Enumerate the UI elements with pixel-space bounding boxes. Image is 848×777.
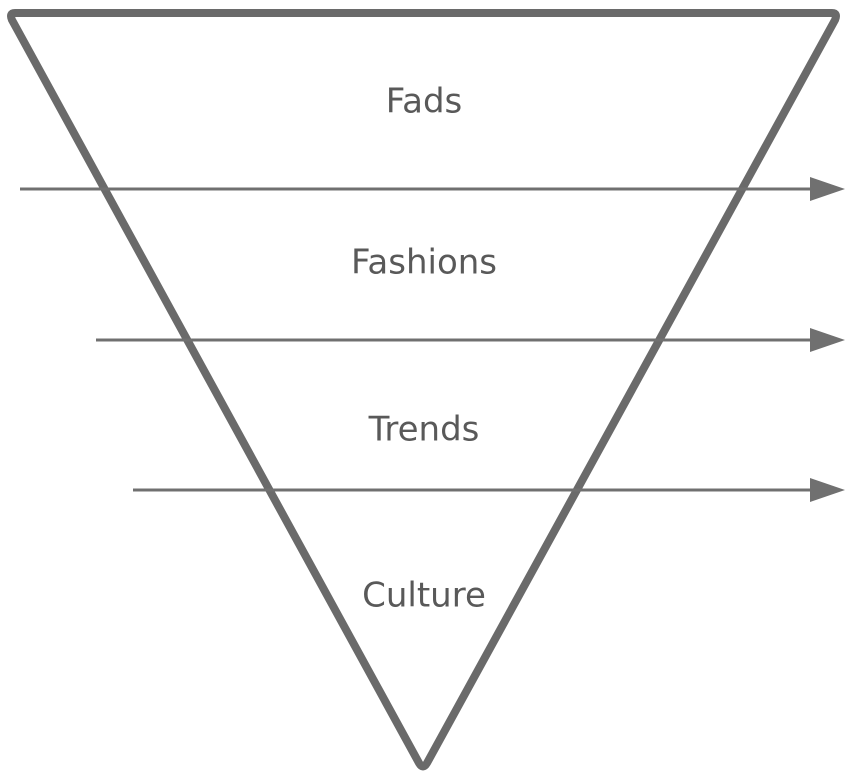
layer-label-fashions: Fashions xyxy=(351,243,497,283)
layer-label-trends: Trends xyxy=(368,410,480,450)
layer-label-culture: Culture xyxy=(362,576,486,616)
divider-arrow-1 xyxy=(20,177,845,201)
divider-arrow-3 xyxy=(133,478,845,502)
triangle-outline xyxy=(7,9,840,771)
divider-arrow-2 xyxy=(96,328,845,352)
layer-label-fads: Fads xyxy=(386,82,463,122)
